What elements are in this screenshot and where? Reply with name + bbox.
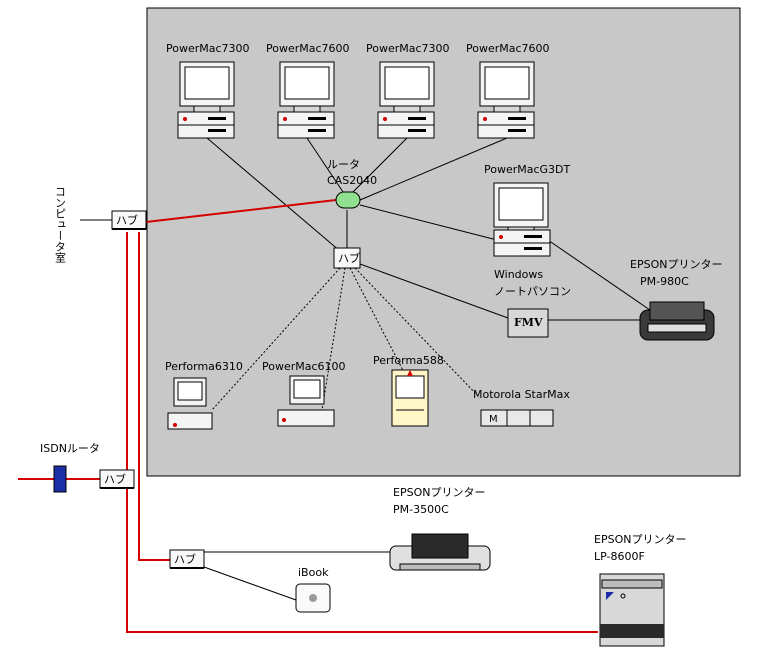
wireless-links	[211, 267, 481, 411]
printer-label: EPSONプリンター	[630, 258, 722, 271]
notebook-icon	[507, 308, 549, 338]
computer-label: PowerMacG3DT	[484, 163, 571, 176]
computer-label: PowerMac6100	[262, 360, 346, 373]
printer-model: PM-980C	[640, 275, 689, 288]
computer-starmax[interactable]: M Motorola StarMax	[473, 388, 570, 427]
printer-label: EPSONプリンター	[393, 486, 485, 499]
hub-isdn[interactable]: ハブ	[99, 469, 135, 489]
hub-label: ハブ	[174, 552, 196, 566]
windows-notebook[interactable]: FMV Windows ノートパソコン	[494, 268, 571, 338]
computer-label: Performa6310	[165, 360, 243, 373]
lan-cables	[80, 137, 651, 601]
router-model: CAS2040	[327, 174, 377, 187]
computer-top-1[interactable]: PowerMac7300	[166, 42, 250, 139]
hub-label: ハブ	[104, 472, 126, 486]
notebook-label: Windows	[494, 268, 543, 281]
router-icon	[335, 191, 361, 209]
router-cas2040[interactable]: ルータ CAS2040	[327, 158, 377, 209]
printer-lp8600f[interactable]: EPSONプリンター LP-8600F	[594, 533, 686, 647]
motorola-logo-icon: M	[489, 414, 498, 425]
router-label: ルータ	[327, 158, 360, 171]
computer-top-3[interactable]: PowerMac7300	[366, 42, 450, 139]
computer-label: Motorola StarMax	[473, 388, 570, 401]
hub-computer-room[interactable]: ハブ	[111, 210, 147, 230]
computer-label: PowerMac7600	[466, 42, 550, 55]
computer-powermac6100[interactable]: PowerMac6100	[262, 360, 346, 427]
wan-cables	[18, 199, 598, 633]
computer-performa588[interactable]: Performa588	[373, 354, 444, 427]
computer-label: PowerMac7300	[166, 42, 250, 55]
notebook-label-2: ノートパソコン	[494, 285, 571, 298]
computer-top-4[interactable]: PowerMac7600	[466, 42, 550, 139]
apple-logo-icon	[309, 594, 317, 602]
printer-model: PM-3500C	[393, 503, 449, 516]
isdn-router-icon	[53, 465, 67, 493]
computer-label: Performa588	[373, 354, 444, 367]
hub-center[interactable]: ハブ	[333, 247, 361, 269]
hub-label: ハブ	[338, 251, 360, 265]
computer-label: PowerMac7600	[266, 42, 350, 55]
printer-label: EPSONプリンター	[594, 533, 686, 546]
computer-top-2[interactable]: PowerMac7600	[266, 42, 350, 139]
computer-label: PowerMac7300	[366, 42, 450, 55]
isdn-router[interactable]: ISDNルータ	[40, 442, 100, 493]
ibook-label: iBook	[298, 566, 329, 579]
printer-pm3500c[interactable]: EPSONプリンター PM-3500C	[389, 486, 491, 571]
hub-office[interactable]: ハブ	[169, 549, 205, 569]
ibook[interactable]: iBook	[295, 566, 331, 613]
isdn-label: ISDNルータ	[40, 442, 100, 455]
computer-g3dt[interactable]: PowerMacG3DT	[484, 163, 571, 257]
computer-performa6310[interactable]: Performa6310	[165, 360, 243, 430]
computer-room-label: コンピュータ室	[54, 186, 67, 263]
printer-model: LP-8600F	[594, 550, 645, 563]
hub-label: ハブ	[116, 213, 138, 227]
printer-pm980c[interactable]: EPSONプリンター PM-980C	[630, 258, 722, 341]
notebook-logo: FMV	[514, 316, 543, 329]
computer-room-area	[146, 7, 741, 477]
